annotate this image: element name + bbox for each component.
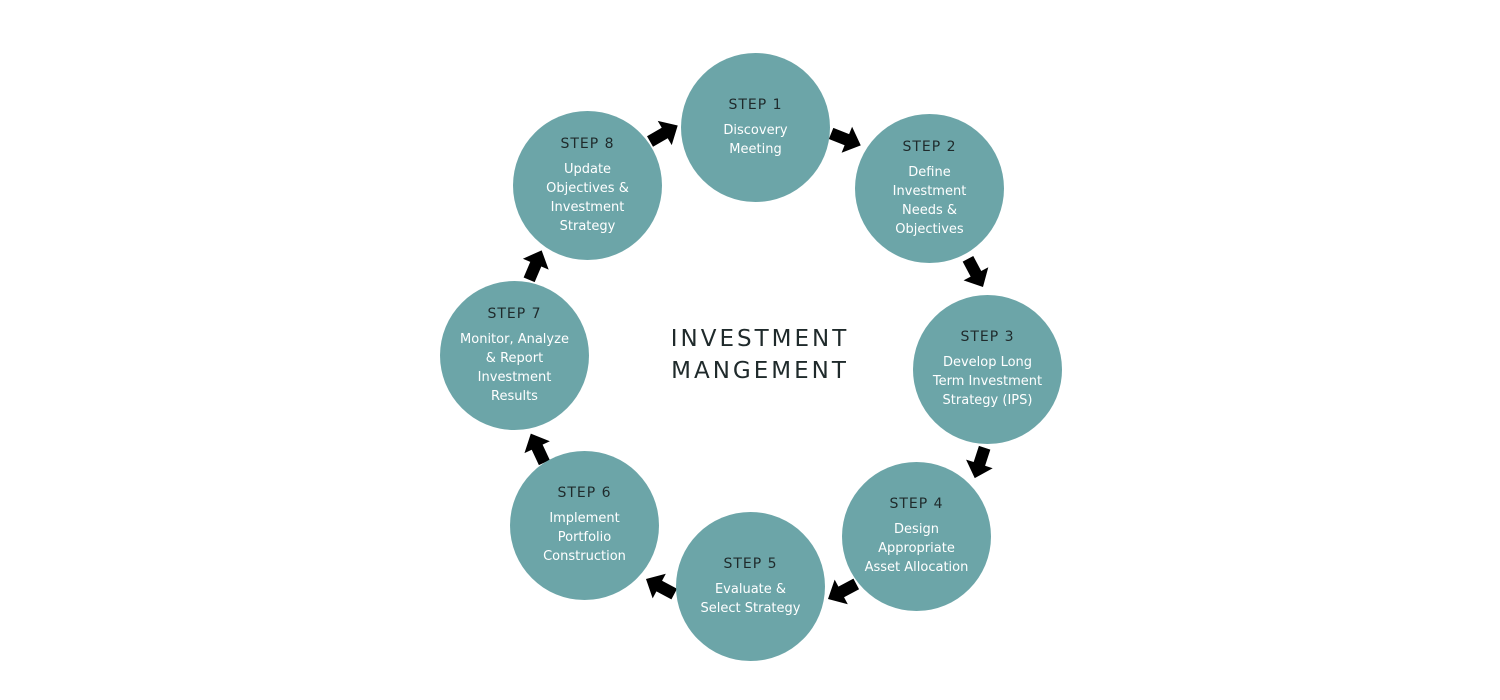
step-7-label: STEP 7 (487, 305, 542, 322)
step-1-circle: STEP 1 Discovery Meeting (681, 53, 830, 202)
step-4-circle: STEP 4 Design Appropriate Asset Allocati… (842, 462, 991, 611)
step-2-description: Define Investment Needs & Objectives (892, 164, 967, 237)
step-1-description: Discovery Meeting (723, 122, 788, 157)
arrow-icon-4 (827, 578, 860, 605)
step-1-label: STEP 1 (728, 96, 783, 113)
step-6-label: STEP 6 (557, 485, 612, 501)
step-5-circle: STEP 5 Evaluate & Select Strategy (676, 512, 825, 661)
step-6-description: Implement Portfolio Construction (543, 511, 626, 564)
step-7-circle: STEP 7 Monitor, Analyze & Report Investm… (440, 281, 589, 430)
arrow-icon-1 (828, 126, 861, 153)
arrow-icon-3 (966, 445, 993, 479)
step-3-description: Develop Long Term Investment Strategy (I… (932, 355, 1043, 408)
step-4-description: Design Appropriate Asset Allocation (864, 522, 969, 575)
step-8-description: Update Objectives & Investment Strategy (546, 161, 629, 234)
step-2-label: STEP 2 (902, 138, 957, 155)
step-8-circle: STEP 8 Update Objectives & Investment St… (513, 111, 662, 260)
arrow-icon-2 (962, 255, 989, 288)
step-8-label: STEP 8 (560, 135, 615, 152)
step-3-circle: STEP 3 Develop Long Term Investment Stra… (913, 295, 1062, 444)
step-5-description: Evaluate & Select Strategy (700, 581, 801, 616)
arrow-icon-5 (645, 573, 678, 600)
arrow-icon-6 (524, 433, 550, 466)
step-4-label: STEP 4 (889, 496, 944, 512)
step-6-circle: STEP 6 Implement Portfolio Construction (510, 451, 659, 600)
arrow-icon-7 (522, 250, 549, 283)
step-3-label: STEP 3 (960, 329, 1015, 345)
arrow-icon-8 (647, 120, 678, 147)
step-5-label: STEP 5 (723, 555, 778, 572)
diagram-title: INVESTMENT MANGEMENT (670, 326, 850, 384)
step-7-description: Monitor, Analyze & Report Investment Res… (460, 331, 569, 404)
step-2-circle: STEP 2 Define Investment Needs & Objecti… (855, 114, 1004, 263)
